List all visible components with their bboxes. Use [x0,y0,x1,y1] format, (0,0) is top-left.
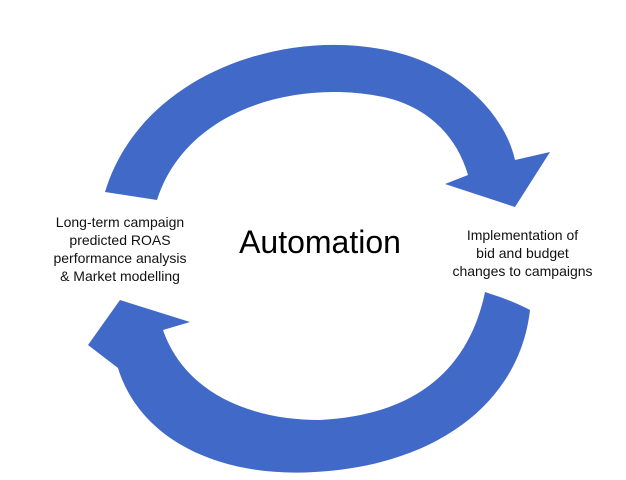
left-step-line: predicted ROAS [69,232,171,248]
right-step-line: bid and budget [476,245,569,261]
left-step-line: Long-term campaign [55,214,185,230]
right-step-label: Implementation of bid and budget changes… [425,226,620,280]
right-step-line: Implementation of [466,227,579,243]
top-cycle-arrow [105,44,550,207]
right-step-line: changes to campaigns [452,263,593,279]
left-step-line: & Market modelling [60,268,180,284]
left-step-line: performance analysis [53,250,187,266]
bottom-cycle-arrow [88,292,530,473]
center-title: Automation [239,224,401,260]
left-step-label: Long-term campaign predicted ROAS perfor… [25,213,215,285]
